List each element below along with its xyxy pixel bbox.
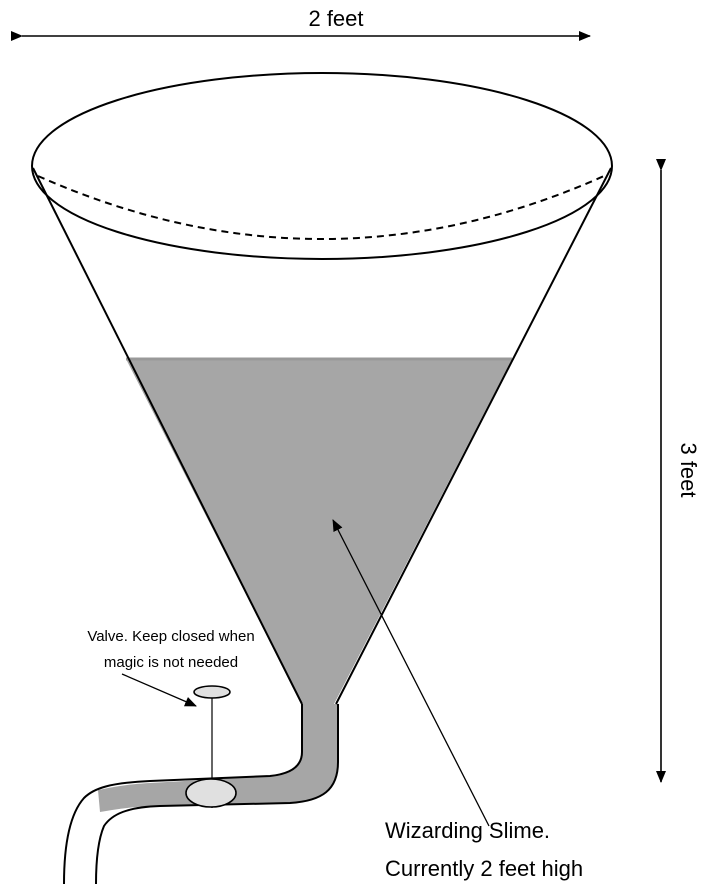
valve-label-line1: Valve. Keep closed when [87,628,254,645]
pipe-outer-outline [95,704,339,885]
slime-label-line1: Wizarding Slime. [385,818,550,843]
cone-rim [31,72,613,260]
valve-body [185,778,237,808]
height-label: 3 feet [676,442,701,497]
valve-label-line2: magic is not needed [104,654,238,671]
slime-fill [126,359,512,704]
pipe-inner-outline [63,704,303,885]
cone-dashed-edge [37,175,605,240]
top-width-label: 2 feet [308,6,363,31]
valve-pointer-arrow [121,673,197,707]
cone-left-side [32,167,303,705]
slime-label-line2: Currently 2 feet high [385,856,583,881]
valve-handle [193,685,231,699]
slime-pointer-arrow [332,519,490,827]
pipe-slime-fill [98,704,338,812]
